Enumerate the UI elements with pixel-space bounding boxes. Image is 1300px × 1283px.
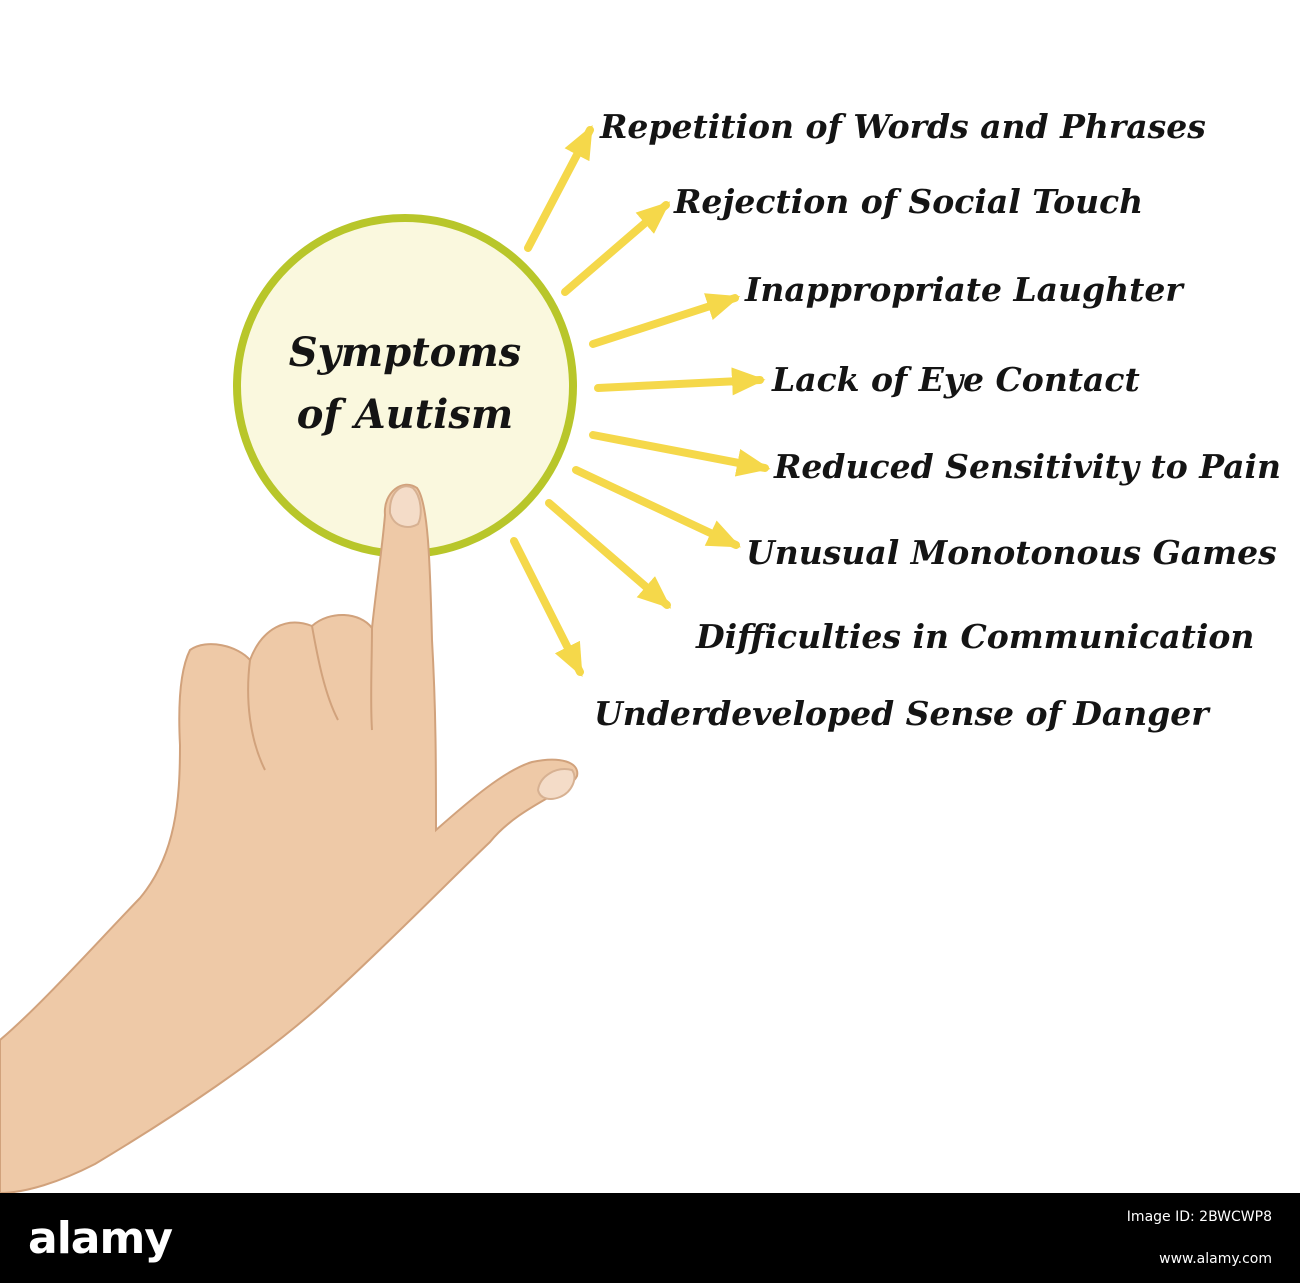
fingernail xyxy=(388,485,422,528)
arrow-4 xyxy=(594,367,766,396)
arrow-2 xyxy=(561,201,671,296)
center-title-line2: of Autism xyxy=(296,391,514,438)
center-title: Symptoms of Autism xyxy=(238,322,572,446)
arrow-5 xyxy=(589,431,771,477)
arrow-3 xyxy=(589,293,741,348)
hand-palm xyxy=(0,483,579,1193)
symptom-label-7: Difficulties in Communication xyxy=(696,617,1255,656)
symptom-label-6: Unusual Monotonous Games xyxy=(746,533,1277,572)
arrow-6 xyxy=(572,466,742,549)
image-id: Image ID: 2BWCWP8 xyxy=(1126,1209,1272,1225)
diagram-canvas xyxy=(0,125,771,1193)
thumb-nail xyxy=(536,768,576,800)
center-title-line1: Symptoms xyxy=(288,329,522,376)
symptom-label-2: Rejection of Social Touch xyxy=(674,182,1144,221)
symptom-label-3: Inappropriate Laughter xyxy=(745,270,1183,309)
symptom-label-1: Repetition of Words and Phrases xyxy=(600,107,1206,146)
symptom-label-5: Reduced Sensitivity to Pain xyxy=(774,447,1282,486)
arrow-8 xyxy=(510,537,584,678)
site-url: www.alamy.com xyxy=(1159,1251,1272,1267)
hand-image xyxy=(0,483,579,1193)
symptom-label-8: Underdeveloped Sense of Danger xyxy=(594,694,1209,733)
arrow-1 xyxy=(524,125,594,252)
footer-bar: alamy Image ID: 2BWCWP8 www.alamy.com xyxy=(0,1193,1300,1283)
arrow-7 xyxy=(545,499,672,609)
symptom-label-4: Lack of Eye Contact xyxy=(772,360,1140,399)
alamy-logo: alamy xyxy=(28,1213,173,1264)
arrows xyxy=(510,125,771,678)
finger-crease xyxy=(247,625,373,771)
